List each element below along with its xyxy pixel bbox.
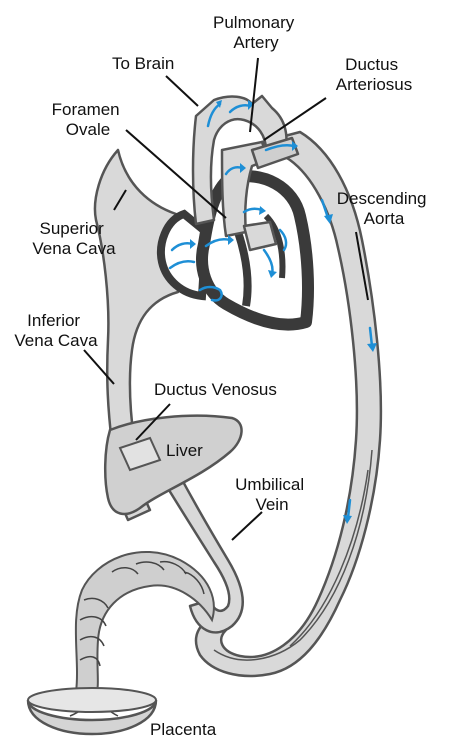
label-ductus-arteriosus: Ductus Arteriosus xyxy=(336,55,413,94)
label-inferior-vena-cava-line2: Vena Cava xyxy=(14,331,98,350)
label-foramen-ovale-line2: Ovale xyxy=(66,120,110,139)
pulmonary-artery-stub xyxy=(244,222,276,250)
label-to-brain: To Brain xyxy=(112,54,174,73)
vena-cava xyxy=(95,150,178,444)
label-umbilical-vein-line1: Umbilical xyxy=(235,475,304,494)
label-inferior-vena-cava: Inferior Vena Cava xyxy=(14,311,98,350)
label-ductus-venosus: Ductus Venosus xyxy=(154,380,277,399)
label-descending-aorta-line2: Aorta xyxy=(364,209,405,228)
umbilical-cord xyxy=(76,552,214,696)
label-placenta: Placenta xyxy=(150,720,217,739)
label-umbilical-vein-line2: Vein xyxy=(255,495,288,514)
heart-ventricles xyxy=(202,176,308,324)
label-foramen-ovale: Foramen Ovale xyxy=(52,100,125,139)
label-pulmonary-artery-line1: Pulmonary xyxy=(213,13,295,32)
label-ductus-arteriosus-line1: Ductus xyxy=(345,55,398,74)
label-pulmonary-artery-line2: Artery xyxy=(233,33,279,52)
placenta-rim xyxy=(28,688,156,712)
label-descending-aorta-line1: Descending xyxy=(337,189,427,208)
label-pulmonary-artery: Pulmonary Artery xyxy=(213,13,299,52)
label-ductus-arteriosus-line2: Arteriosus xyxy=(336,75,413,94)
label-liver: Liver xyxy=(166,441,203,460)
label-inferior-vena-cava-line1: Inferior xyxy=(27,311,80,330)
label-superior-vena-cava-line1: Superior xyxy=(40,219,105,238)
label-umbilical-vein: Umbilical Vein xyxy=(235,475,309,514)
label-superior-vena-cava: Superior Vena Cava xyxy=(32,219,116,258)
label-foramen-ovale-line1: Foramen xyxy=(52,100,120,119)
label-superior-vena-cava-line2: Vena Cava xyxy=(32,239,116,258)
